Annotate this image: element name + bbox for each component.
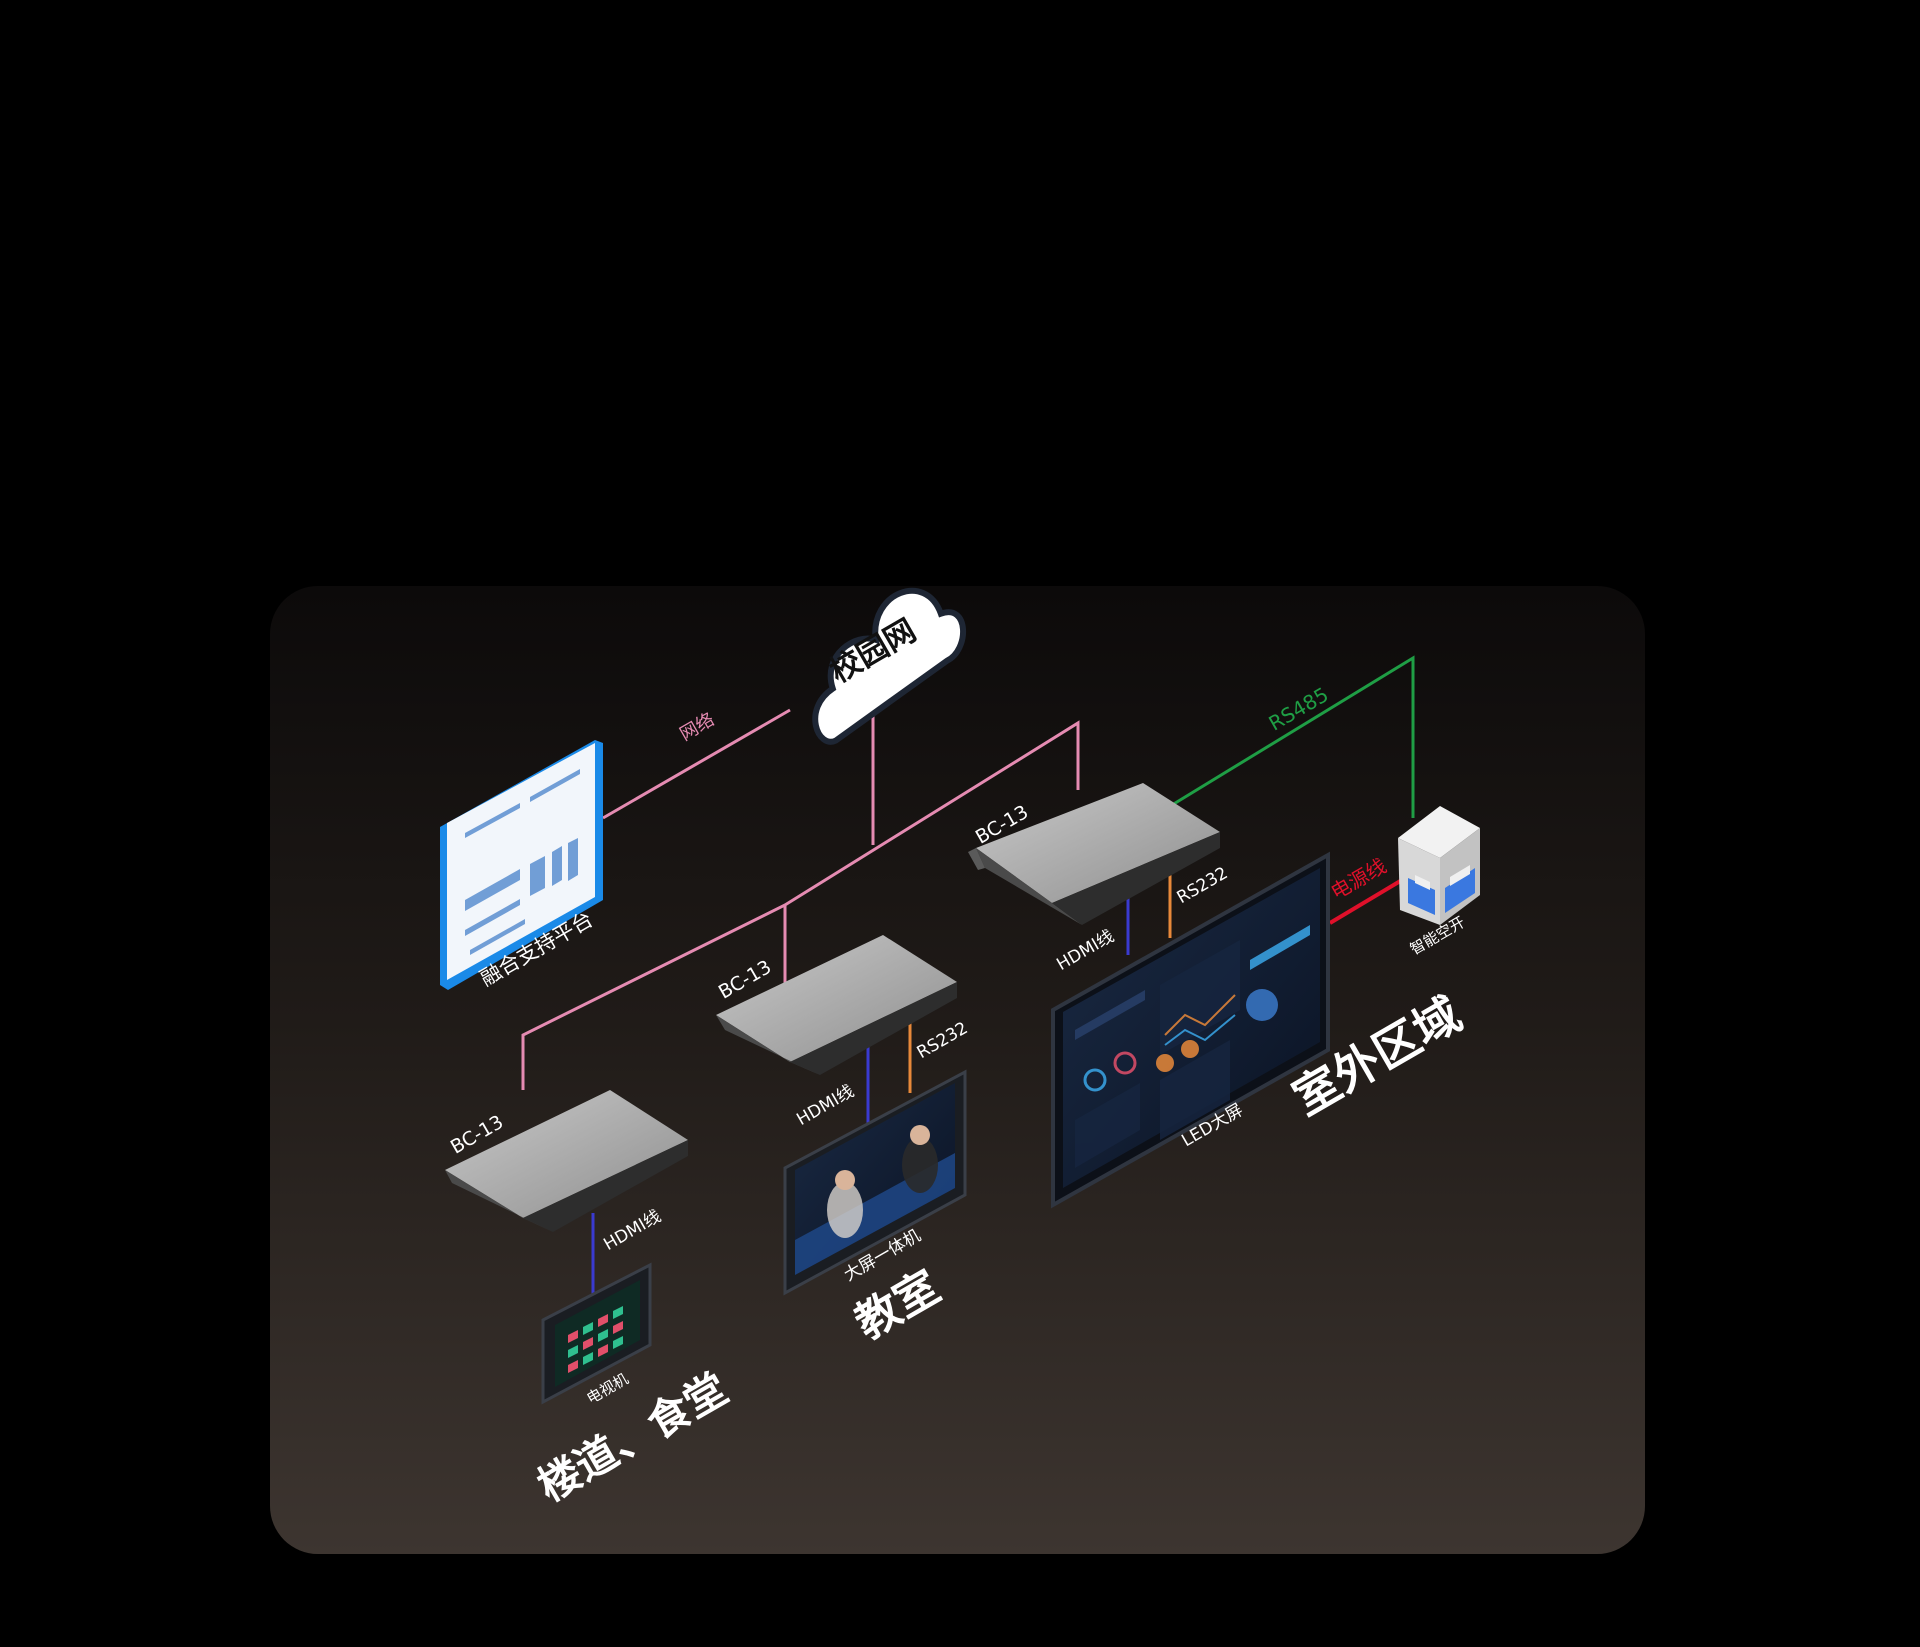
hdmi-lines <box>591 895 1130 1298</box>
led-dashboard-widgets <box>1075 925 1310 1168</box>
rs232-lines <box>908 872 1172 1093</box>
network-link-label: 网络 <box>676 709 718 745</box>
platform-panel <box>440 740 603 990</box>
all-in-one-display <box>783 1069 967 1296</box>
background-panel <box>270 586 1645 1554</box>
smart-breaker-icon <box>1398 806 1480 925</box>
rs232-label-right: RS232 <box>1174 863 1232 908</box>
power-line-label: 电源线 <box>1327 854 1391 905</box>
rs232-label-middle: RS232 <box>914 1018 972 1063</box>
hdmi-label-left: HDMI线 <box>600 1206 664 1255</box>
tv-screen-grid <box>568 1306 623 1373</box>
controller-box-3 <box>445 1090 688 1232</box>
tv-device <box>541 1262 652 1405</box>
led-display <box>1051 851 1330 1209</box>
controller-box-2 <box>716 935 957 1075</box>
power-line <box>1328 878 1404 925</box>
rs485-line <box>1171 655 1415 818</box>
hdmi-label-right: HDMI线 <box>1053 926 1117 975</box>
cloud-icon <box>812 587 967 745</box>
network-line-platform <box>602 708 791 820</box>
hdmi-label-middle: HDMI线 <box>793 1081 857 1130</box>
controller-box-1 <box>968 783 1220 925</box>
